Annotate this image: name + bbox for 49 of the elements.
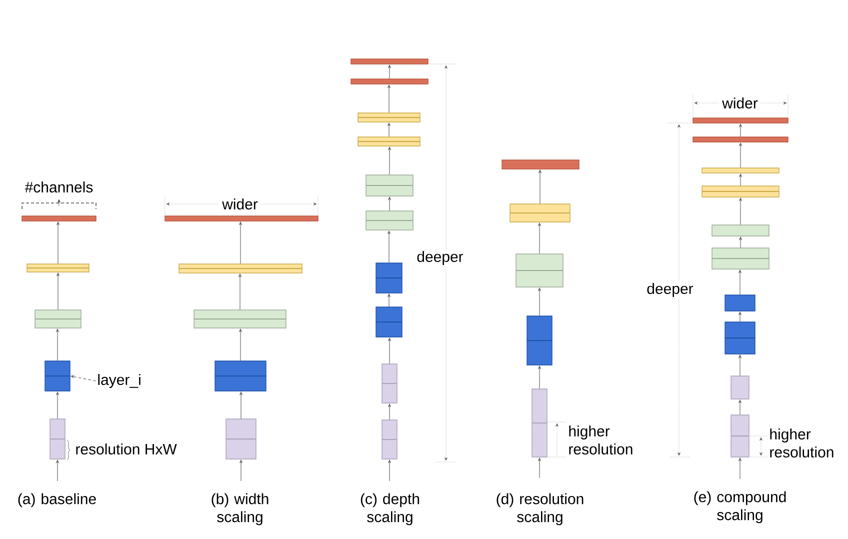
layer-box [516, 254, 564, 288]
layer-box [724, 322, 756, 354]
layer-box [724, 294, 756, 312]
caption: (c) depth scaling [360, 493, 420, 526]
layer-box [502, 160, 580, 170]
dimension-label: higher resolution [569, 426, 632, 454]
layer-box [26, 264, 90, 272]
layer-box [382, 364, 398, 404]
layer-box [712, 248, 770, 270]
layer-box [366, 174, 414, 196]
layer-box [730, 376, 750, 400]
layer-box [730, 414, 750, 458]
layer-box [692, 118, 788, 124]
layer-box [702, 168, 780, 174]
layer-box [226, 418, 256, 460]
dimension-label: deeper [414, 250, 466, 266]
layer-box [44, 360, 70, 392]
layer-box [214, 360, 266, 392]
dimension-label: wider [719, 96, 761, 110]
layer-box [350, 78, 428, 84]
layer-box [350, 58, 428, 64]
dimension-label: higher resolution [770, 428, 834, 458]
layer-box [510, 204, 570, 222]
layer-box [366, 210, 414, 230]
dimension-label: wider [219, 198, 261, 210]
layer-box [692, 136, 788, 142]
layer-box [34, 310, 82, 328]
layer-box [22, 216, 96, 222]
caption: (d) resolution scaling [496, 493, 584, 526]
layer-box [376, 262, 402, 294]
dimension-label: resolution HxW [76, 444, 177, 454]
layer-box [164, 216, 318, 222]
layer-box [50, 418, 66, 460]
layer-box [532, 388, 548, 458]
layer-label: layer_i [98, 374, 140, 388]
layer-box [194, 310, 286, 328]
caption: (a) baseline [18, 493, 96, 508]
dimension-label: deeper [644, 282, 696, 298]
caption: (e) compound scaling [694, 491, 786, 524]
layer-box [526, 316, 552, 366]
dimension-label: #channels [24, 182, 93, 192]
layer-box [358, 112, 420, 122]
caption: (b) width scaling [212, 493, 268, 526]
layer-box [712, 224, 770, 236]
layer-box [376, 306, 402, 338]
layer-box [702, 186, 780, 198]
layer-box [178, 264, 302, 274]
layer-box [358, 136, 420, 146]
layer-box [382, 420, 398, 460]
